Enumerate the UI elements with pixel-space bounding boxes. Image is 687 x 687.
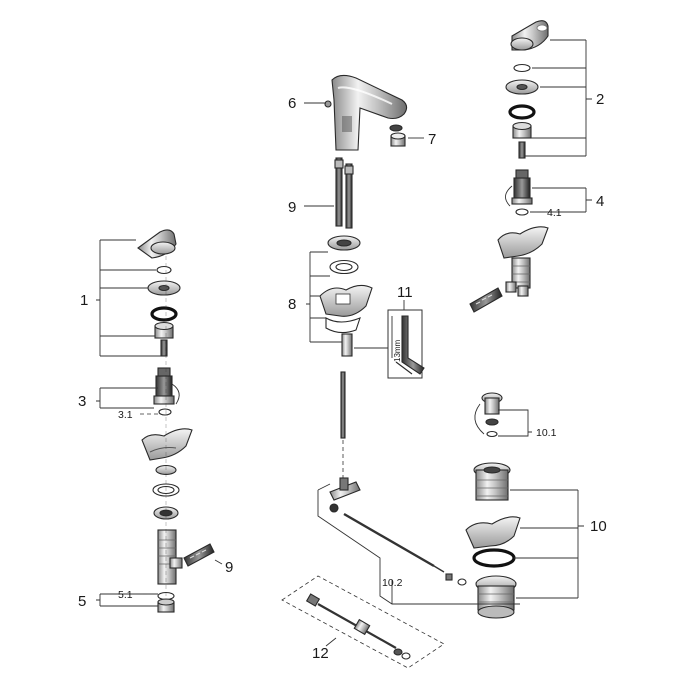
drain-bracket <box>465 516 521 549</box>
right-large-oring <box>508 104 536 120</box>
center-spout-assembly <box>319 74 408 490</box>
drain-flange <box>473 462 511 501</box>
right-valve-assembly <box>469 20 549 313</box>
label-4: 4 <box>596 193 604 210</box>
label-8: 8 <box>288 296 296 313</box>
right-mounting-bracket <box>497 226 549 259</box>
label-10-2: 10.2 <box>382 577 403 589</box>
label-9-center: 9 <box>288 199 296 216</box>
tool-11 <box>354 300 425 379</box>
left-handle-lever <box>137 229 177 259</box>
left-cartridge <box>153 367 180 405</box>
label-5-1: 5.1 <box>118 589 133 601</box>
label-11: 11 <box>397 284 413 301</box>
label-10: 10 <box>590 518 607 535</box>
flex-hoses <box>334 157 354 229</box>
left-leaders <box>96 239 223 607</box>
right-handle-lever <box>510 20 549 51</box>
label-10-1: 10.1 <box>536 427 557 439</box>
long-rod <box>340 371 346 439</box>
right-valve-body <box>505 257 531 297</box>
left-valve-body <box>157 529 183 585</box>
left-bottom-nut <box>157 591 175 613</box>
right-leaders <box>525 39 592 213</box>
right-small-ring <box>513 63 531 73</box>
right-cartridge-ring <box>515 208 529 216</box>
part-12-rod <box>305 593 411 660</box>
left-valve-assembly <box>137 229 215 613</box>
left-hose-connector <box>183 543 215 567</box>
right-screw <box>518 141 526 159</box>
right-hose-connector <box>469 287 503 313</box>
drain-assembly <box>329 392 521 619</box>
lift-rod-linkage <box>329 477 467 586</box>
label-3: 3 <box>78 393 86 410</box>
label-3-1: 3.1 <box>118 409 133 421</box>
left-small-ring <box>156 265 172 275</box>
label-9-left: 9 <box>225 559 233 576</box>
spout <box>324 74 408 151</box>
label-2: 2 <box>596 91 604 108</box>
label-13mm: 13mm <box>393 339 402 362</box>
left-mounting-bracket <box>141 428 193 461</box>
label-7: 7 <box>428 131 436 148</box>
label-12-leader <box>325 637 337 647</box>
left-cap-disk <box>147 280 181 296</box>
spout-mounting-set <box>319 235 373 357</box>
part-12-kit <box>281 575 445 669</box>
left-large-oring <box>150 306 178 322</box>
label-1: 1 <box>80 292 88 309</box>
drain-body <box>475 575 517 619</box>
popup-stopper <box>474 392 503 438</box>
label-4-1: 4.1 <box>547 207 562 219</box>
right-nut <box>512 121 532 139</box>
right-cartridge <box>505 169 533 207</box>
left-nut <box>154 321 174 339</box>
label-5: 5 <box>78 593 86 610</box>
left-screw <box>160 339 168 357</box>
right-cap-disk <box>505 79 539 95</box>
drain-black-oring <box>472 548 516 568</box>
drain-leaders <box>317 409 584 605</box>
left-cartridge-ring <box>158 408 172 416</box>
aerator <box>389 124 406 147</box>
left-mounting-rings <box>152 464 180 520</box>
center-leaders <box>304 102 424 343</box>
label-12: 12 <box>312 645 329 662</box>
label-6: 6 <box>288 95 296 112</box>
